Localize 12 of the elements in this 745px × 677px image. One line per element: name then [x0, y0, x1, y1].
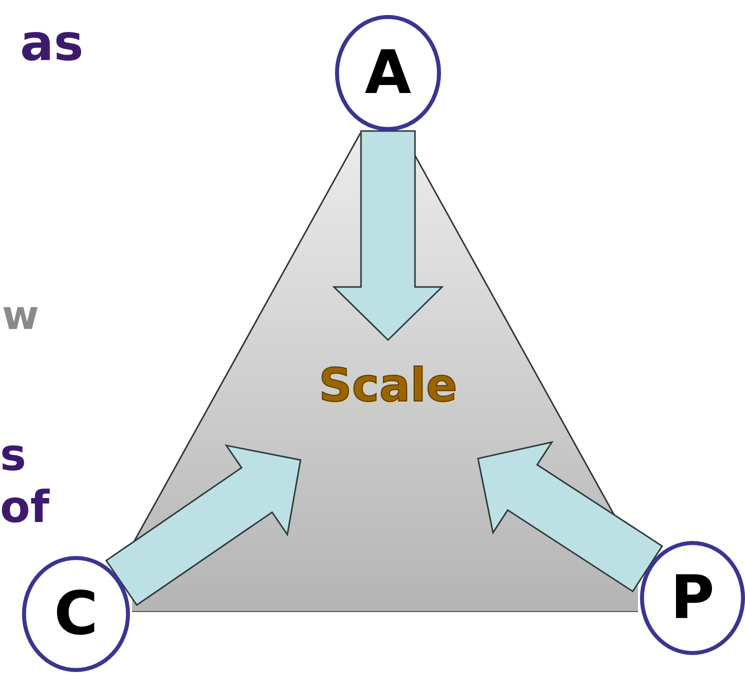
text-fragment: of — [0, 486, 50, 530]
block-arrow — [105, 444, 302, 606]
text-fragment: s — [0, 434, 26, 478]
letter-circle: P — [640, 541, 745, 655]
block-arrow — [477, 441, 664, 592]
letter-circle: A — [335, 15, 441, 131]
letter-circle: C — [22, 556, 130, 672]
block-arrow — [332, 130, 444, 342]
center-label: Scale — [318, 362, 458, 414]
text-fragment: w — [2, 296, 39, 336]
triangle-shape — [132, 133, 638, 612]
text-fragment: as — [20, 18, 84, 68]
